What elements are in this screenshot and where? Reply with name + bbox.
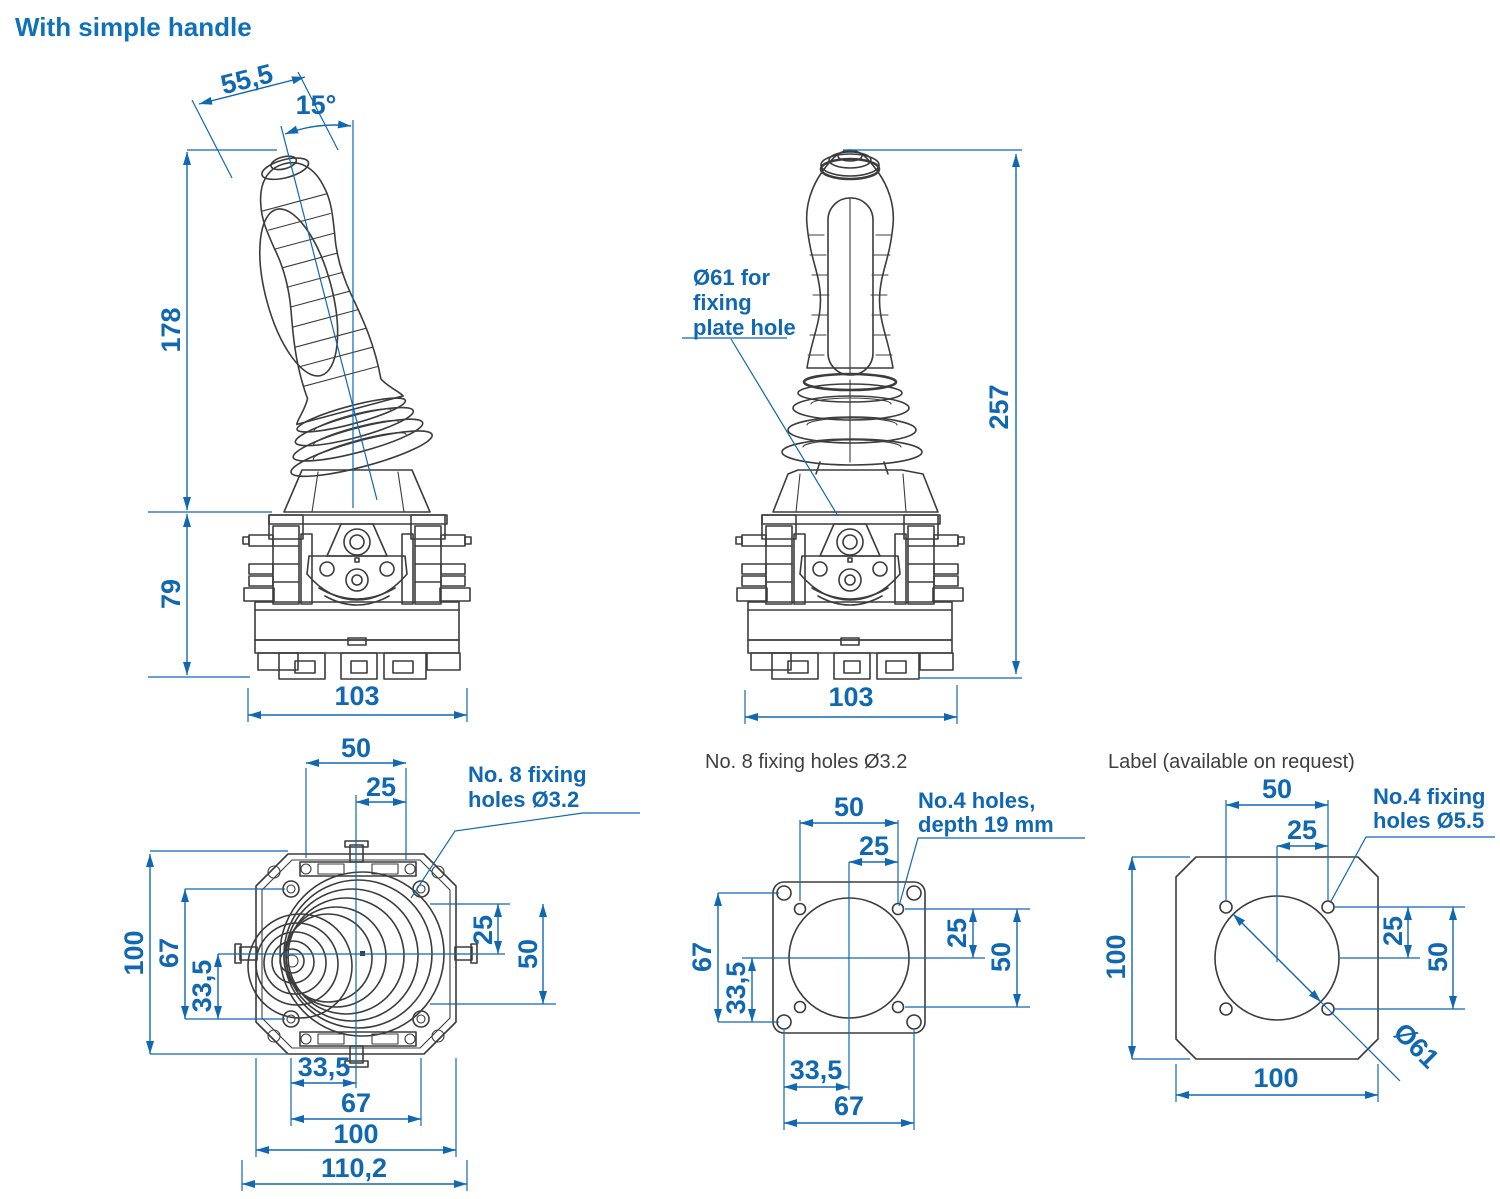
callout-8-fixing-holes-2: holes Ø3.2 [468, 787, 579, 812]
plate-dim-left-span: 67 [687, 942, 717, 972]
side-view-dimensions: 55,5 15° 178 79 103 [148, 58, 468, 722]
dim-left-side: 100 [119, 930, 149, 975]
dim-base-width-side: 103 [334, 681, 379, 711]
plate-dim-top-pitch: 50 [834, 792, 864, 822]
label-dim-top-pitch: 50 [1262, 774, 1292, 804]
front-view-upright-joystick: 257 103 Ø61 for fixing plate hole [682, 149, 1022, 724]
front-view-dimensions: 257 103 Ø61 for fixing plate hole [682, 149, 1022, 724]
callout-8-fixing-holes-1: No. 8 fixing [468, 762, 587, 787]
dim-tilt-angle: 15° [296, 90, 337, 120]
plate-dim-bottom-span: 67 [834, 1091, 864, 1121]
callout-fixing-plate-hole-1: Ø61 for [693, 265, 770, 290]
dim-bottom-span: 67 [341, 1088, 371, 1118]
label-dim-left-side: 100 [1101, 934, 1131, 979]
callout-4-fixing-holes-2: holes Ø5.5 [1373, 808, 1484, 833]
side-view-drawing [242, 155, 472, 680]
dim-left-half: 33,5 [187, 960, 217, 1013]
plate-dim-right-pitch: 50 [986, 942, 1016, 972]
dim-left-span: 67 [154, 938, 184, 968]
top-view-joystick: 50 25 No. 8 fixing holes Ø3.2 100 67 33,… [119, 733, 640, 1191]
label-dim-top-half: 25 [1287, 815, 1317, 845]
dim-right-half: 25 [468, 915, 498, 945]
callout-4-holes-depth-1: No.4 holes, [918, 788, 1035, 813]
callout-fixing-plate-hole-3: plate hole [693, 315, 796, 340]
label-dim-right-half: 25 [1378, 916, 1408, 946]
front-view-drawing [735, 149, 965, 680]
dim-base-width-front: 103 [828, 682, 873, 712]
dim-overall-width: 110,2 [321, 1153, 387, 1183]
callout-4-holes-depth-2: depth 19 mm [918, 812, 1054, 837]
fixing-plate-view: No. 8 fixing holes Ø3.2 [687, 751, 1085, 1130]
dim-handle-height: 178 [156, 307, 186, 352]
label-dim-bottom-side: 100 [1253, 1063, 1298, 1093]
dim-bottom-side: 100 [333, 1119, 378, 1149]
label-plate-caption: Label (available on request) [1108, 751, 1355, 773]
dim-bottom-half: 33,5 [298, 1052, 351, 1082]
callout-4-fixing-holes-1: No.4 fixing [1373, 784, 1485, 809]
label-plate-dimensions: 50 25 No.4 fixing holes Ø5.5 100 25 50 1… [1101, 774, 1495, 1102]
dim-right-pitch: 50 [513, 939, 543, 969]
tilted-handle [259, 155, 433, 478]
dim-base-height: 79 [156, 579, 186, 609]
page-title: With simple handle [15, 12, 252, 42]
dim-top-half: 25 [366, 772, 396, 802]
label-plate-view: Label (available on request) [1101, 751, 1495, 1102]
callout-fixing-plate-hole-2: fixing [693, 290, 752, 315]
dim-total-height: 257 [984, 384, 1014, 429]
plate-dim-bottom-half: 33,5 [790, 1055, 843, 1085]
label-dim-right-pitch: 50 [1423, 942, 1453, 972]
plate-dim-top-half: 25 [859, 831, 889, 861]
plate-dim-right-half: 25 [942, 918, 972, 948]
fixing-plate-dimensions: 50 25 No.4 holes, depth 19 mm 67 33,5 25… [687, 788, 1085, 1130]
top-view-dimensions: 50 25 No. 8 fixing holes Ø3.2 100 67 33,… [119, 733, 640, 1191]
plate-dim-left-half: 33,5 [721, 962, 751, 1015]
side-view-tilted-joystick: 55,5 15° 178 79 103 [148, 58, 472, 722]
fixing-plate-caption: No. 8 fixing holes Ø3.2 [705, 751, 907, 773]
dim-top-pitch: 50 [341, 733, 371, 763]
